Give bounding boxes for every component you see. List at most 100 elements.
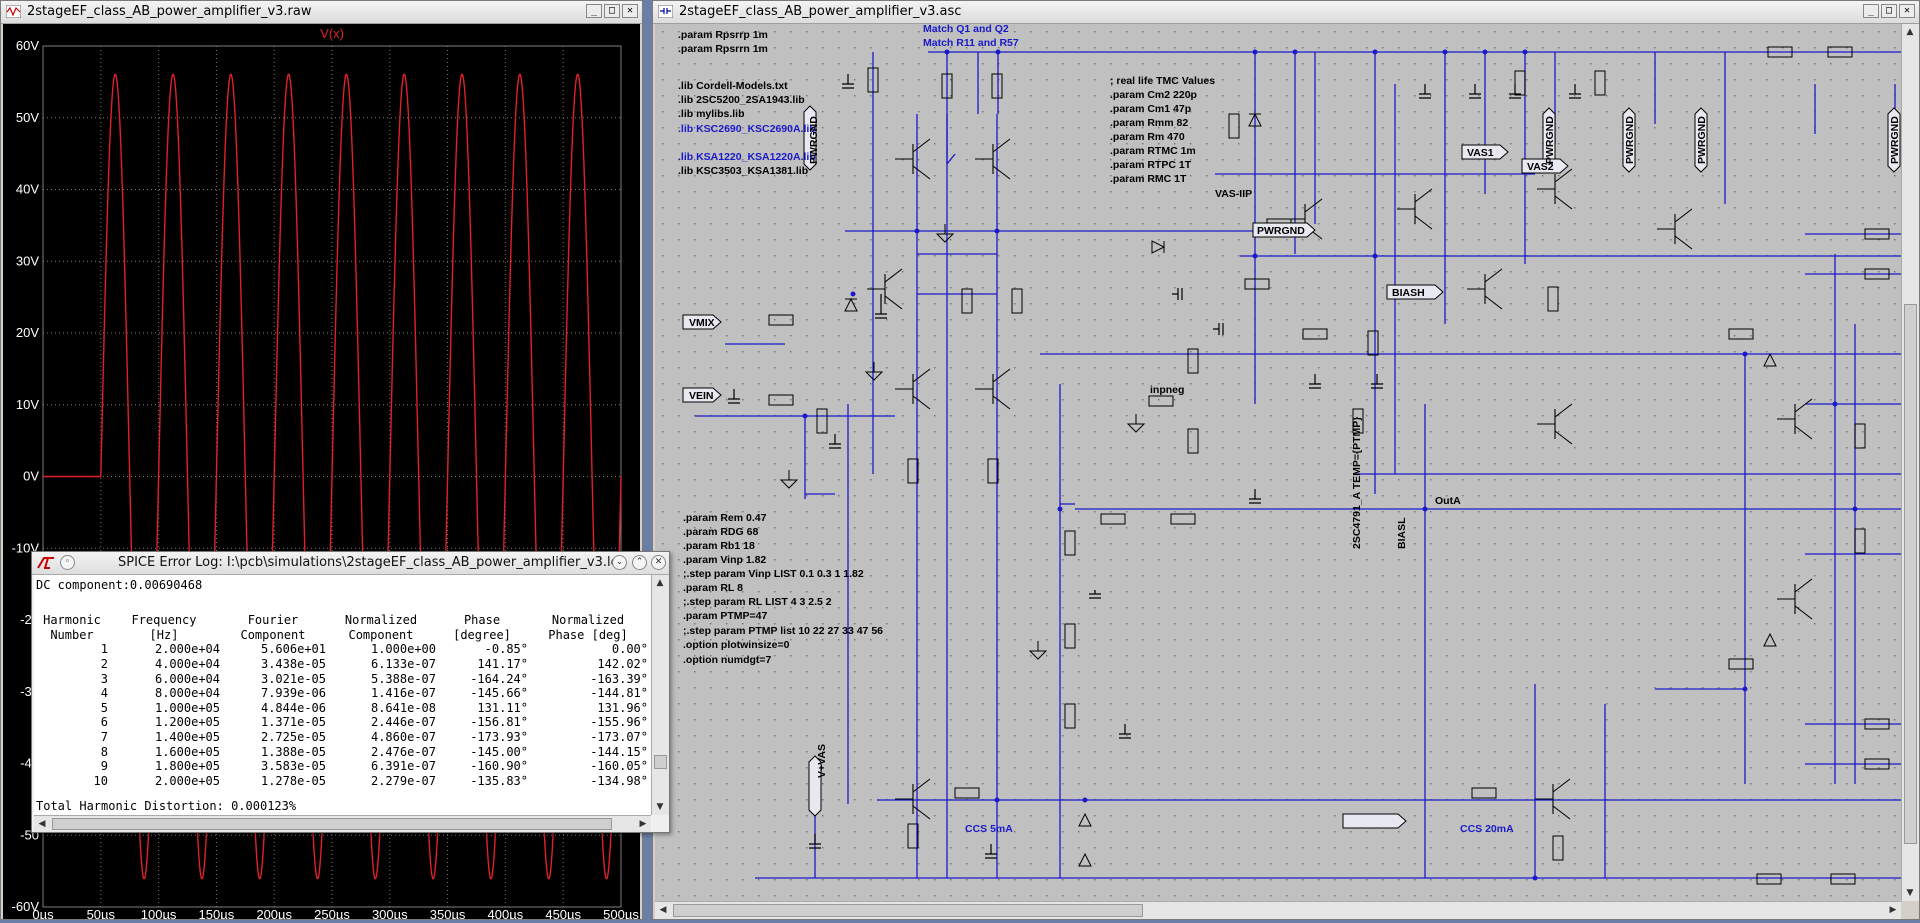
y-tick-label: -60V (12, 899, 40, 914)
table-cell: 4.844e-06 (260, 700, 326, 715)
lib-line-5: .lib KSA1220_KSA1220A.lib (678, 151, 816, 163)
horizontal-scroll-thumb[interactable] (52, 818, 612, 830)
waveform-titlebar[interactable]: 2stageEF_class_AB_power_amplifier_v3.raw… (1, 1, 642, 24)
minimize-button[interactable]: _ (1863, 4, 1879, 18)
table-cell: 8.641e-08 (370, 700, 436, 715)
table-cell: 3.438e-05 (260, 657, 326, 672)
vertical-scroll-thumb[interactable] (654, 755, 667, 769)
directive-rpsrrn: .param Rpsrrn 1m (678, 43, 768, 55)
y-tick-label: 40V (16, 182, 39, 197)
table-cell: -156.81° (470, 715, 528, 730)
window-menu-button[interactable]: ◦ (60, 555, 75, 570)
scroll-up-arrow[interactable]: ▲ (656, 578, 664, 588)
schematic-canvas[interactable]: .param Rpsrrp 1m .param Rpsrrn 1m .lib C… (655, 23, 1901, 901)
x-tick-label: 450µs (545, 907, 581, 919)
minimize-button[interactable]: ⌄ (612, 555, 627, 570)
x-tick-label: 200µs (256, 907, 292, 919)
table-cell: 2.000e+04 (154, 642, 220, 657)
maximize-button[interactable]: ⌃ (632, 555, 647, 570)
vas1-label: VAS1 (1467, 147, 1494, 159)
scroll-right-arrow[interactable]: ▶ (1889, 905, 1897, 915)
header-cell: Phase [deg] (548, 627, 628, 642)
header-cell: Component (240, 627, 306, 642)
schematic-horizontal-scrollbar[interactable]: ◀ ▶ (655, 901, 1901, 919)
scroll-left-arrow[interactable]: ◀ (659, 905, 667, 915)
harmonics-table: Harmonic Frequency Fourier Normalized Ph… (36, 613, 648, 788)
pwrgnd-flag-4: PWRGND (1696, 116, 1708, 164)
scroll-down-arrow[interactable]: ▼ (656, 802, 664, 812)
header-cell: Fourier (247, 613, 299, 628)
param-line-10: .option plotwinsize=0 (683, 639, 790, 651)
param-line-4: .param Vinp 1.82 (683, 554, 766, 566)
schematic-vertical-scrollbar[interactable]: ▲ ▼ (1901, 24, 1919, 901)
error-log-horizontal-scrollbar[interactable]: ◀ ▶ (34, 815, 651, 832)
spice-error-log-window: ◦ SPICE Error Log: I:\pcb\simulations\2s… (31, 551, 670, 833)
table-cell: 1.600e+05 (154, 744, 220, 759)
header-cell: Harmonic (43, 613, 101, 628)
error-log-titlebar[interactable]: ◦ SPICE Error Log: I:\pcb\simulations\2s… (32, 552, 669, 575)
ccs5-label: CCS 5mA (965, 823, 1013, 835)
scroll-up-arrow[interactable]: ▲ (1906, 27, 1914, 37)
table-cell: 2 (100, 657, 108, 672)
maximize-button[interactable]: □ (604, 4, 620, 18)
param-line-2: .param RDG 68 (683, 526, 758, 538)
table-cell: 131.11° (477, 700, 528, 715)
y-tick-label: 60V (16, 38, 39, 53)
table-cell: 2.725e-05 (260, 730, 326, 745)
table-cell: 3 (100, 671, 108, 686)
minimize-button[interactable]: _ (586, 4, 602, 18)
scroll-left-arrow[interactable]: ◀ (38, 819, 46, 829)
pwrgnd-flag-1: PWRGND (808, 116, 820, 164)
table-cell: 6.391e-07 (370, 759, 436, 774)
horizontal-scroll-thumb[interactable] (673, 904, 1143, 917)
table-cell: 8 (100, 744, 108, 759)
close-button[interactable]: ✕ (622, 4, 638, 18)
close-button[interactable]: ✕ (651, 555, 666, 570)
table-cell: 6.133e-07 (370, 657, 436, 672)
thd-line: Total Harmonic Distortion: 0.000123% (36, 799, 297, 813)
y-tick-label: 50V (16, 110, 39, 125)
table-cell: 2.446e-07 (370, 715, 436, 730)
table-header-row: Number [Hz] Component Component [degree]… (36, 628, 648, 643)
table-cell: -173.07° (590, 730, 648, 745)
waveform-viewer-icon (6, 5, 21, 18)
error-log-content[interactable]: DC component:0.00690468 Harmonic Frequen… (34, 575, 651, 815)
lib-line-3: .lib mylibs.lib (678, 108, 745, 120)
table-cell: -135.83° (470, 773, 528, 788)
waveform-window-title: 2stageEF_class_AB_power_amplifier_v3.raw (27, 4, 312, 19)
error-log-vertical-scrollbar[interactable]: ▲ ▼ (651, 575, 669, 815)
table-cell: 2.000e+05 (154, 773, 220, 788)
header-cell: [degree] (453, 627, 511, 642)
table-cell: 3.021e-05 (260, 671, 326, 686)
scroll-down-arrow[interactable]: ▼ (1906, 888, 1914, 898)
directive-rpsrrp: .param Rpsrrp 1m (678, 29, 768, 41)
x-tick-label: 0µs (32, 907, 54, 919)
match-note-2: Match R11 and R57 (923, 37, 1019, 49)
table-header-row: Harmonic Frequency Fourier Normalized Ph… (36, 613, 648, 628)
ltspice-logo-icon (37, 557, 54, 569)
table-cell: 1.388e-05 (260, 744, 326, 759)
x-tick-label: 150µs (199, 907, 235, 919)
table-cell: -0.85° (484, 642, 528, 657)
maximize-button[interactable]: □ (1881, 4, 1897, 18)
table-cell: -160.90° (470, 759, 528, 774)
outa-label: OutA (1435, 495, 1461, 507)
table-cell: -173.93° (470, 730, 528, 745)
schematic-titlebar[interactable]: 2stageEF_class_AB_power_amplifier_v3.asc… (653, 1, 1919, 24)
table-cell: -160.05° (590, 759, 648, 774)
vas-iip-label: VAS-IIP (1215, 188, 1252, 200)
header-cell: Number (50, 627, 94, 642)
vertical-scroll-thumb[interactable] (1904, 304, 1917, 844)
tmc-line-7: .param RTPC 1T (1110, 159, 1192, 171)
tmc-line-3: .param Cm1 47p (1110, 103, 1191, 115)
close-button[interactable]: ✕ (1899, 4, 1915, 18)
table-cell: 9 (100, 759, 108, 774)
header-cell: Phase (463, 613, 501, 628)
pwrgnd-flag-3: PWRGND (1624, 116, 1636, 164)
param-line-1: .param Rem 0.47 (683, 512, 767, 524)
scroll-right-arrow[interactable]: ▶ (639, 819, 647, 829)
